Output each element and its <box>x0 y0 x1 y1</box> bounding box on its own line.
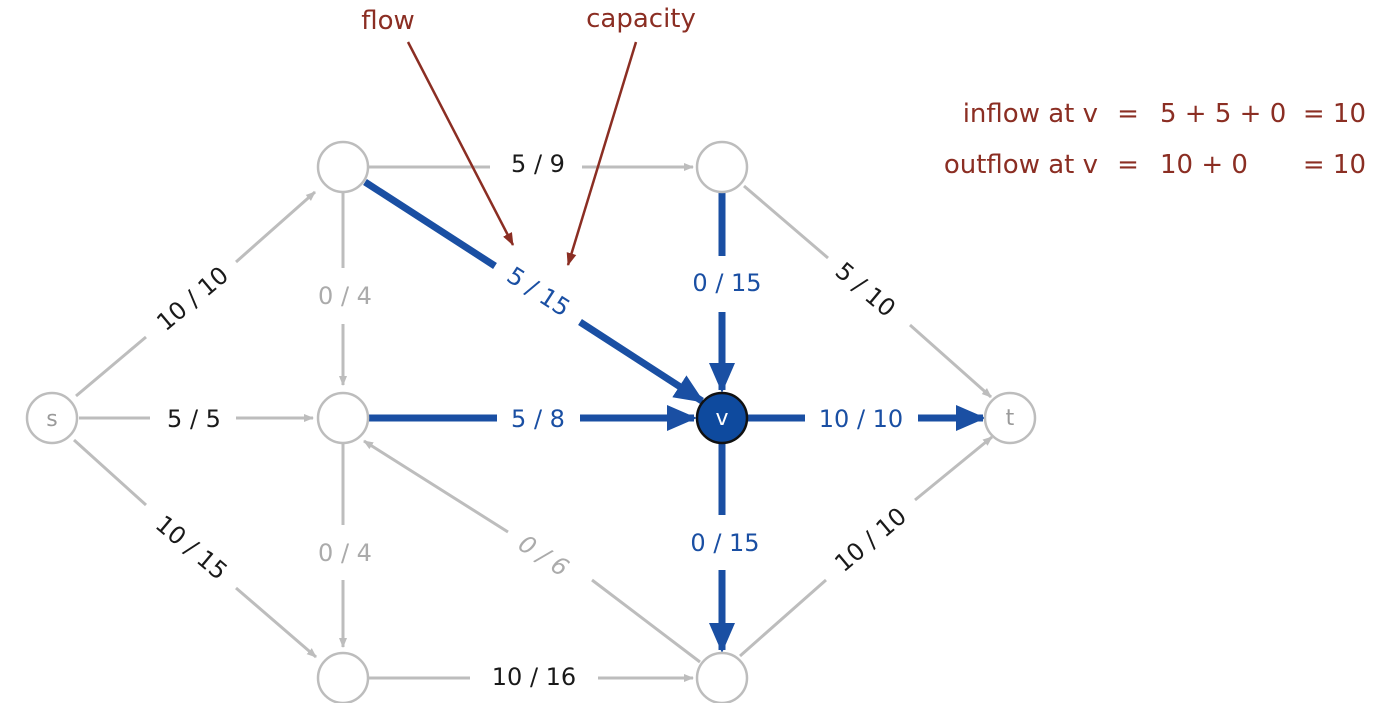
edge-d-t-head <box>909 323 992 399</box>
edge-label-v-t: 10 / 10 <box>819 405 903 433</box>
outflow-expr: 10 + 0 <box>1160 150 1248 180</box>
outflow-eq: = <box>1117 150 1139 180</box>
node-t-label: t <box>1006 406 1015 431</box>
edge-label-a-v: 5 / 15 <box>502 261 575 322</box>
edge-d-t <box>743 184 829 260</box>
edge-label-a-d: 5 / 9 <box>511 150 565 178</box>
inflow-lhs: inflow at v <box>963 99 1098 129</box>
node-v <box>695 391 749 445</box>
node-b <box>316 391 370 445</box>
node-a <box>316 140 370 194</box>
edge-label-c-e: 10 / 16 <box>492 663 576 691</box>
outflow-result: = 10 <box>1303 150 1366 180</box>
edge-s-a-head <box>235 190 316 264</box>
edge-s-a <box>75 335 147 398</box>
edge-label-s-c: 10 / 15 <box>150 510 233 586</box>
edge-e-t-head <box>914 435 993 502</box>
edge-label-e-b: 0 / 6 <box>513 529 573 582</box>
edge-label-v-e: 0 / 15 <box>690 529 759 557</box>
edge-e-b-head <box>363 439 509 534</box>
edge-label-d-t: 5 / 10 <box>830 257 901 323</box>
node-e <box>695 651 749 703</box>
edge-e-b <box>591 578 701 664</box>
edge-label-e-t: 10 / 10 <box>829 502 912 578</box>
edge-s-c <box>72 438 148 507</box>
edge-a-v <box>363 179 497 269</box>
edge-label-s-a: 10 / 10 <box>151 261 234 337</box>
edge-a-v-head <box>578 319 705 404</box>
edge-s-c-head <box>235 586 317 659</box>
edge-label-b-v: 5 / 8 <box>511 405 565 433</box>
edge-label-s-b: 5 / 5 <box>167 405 221 433</box>
edge-label-d-v: 0 / 15 <box>692 269 761 297</box>
edge-e-t <box>739 578 827 658</box>
node-d <box>695 140 749 194</box>
node-c <box>316 651 370 703</box>
edge-label-b-c: 0 / 4 <box>318 539 372 567</box>
outflow-lhs: outflow at v <box>944 150 1098 180</box>
flow-label: flow <box>361 6 415 36</box>
inflow-result: = 10 <box>1303 99 1366 129</box>
flow-pointer-arrow <box>406 41 515 246</box>
capacity-pointer-arrow <box>566 41 638 266</box>
node-s <box>25 391 79 445</box>
inflow-expr: 5 + 5 + 0 <box>1160 99 1286 129</box>
inflow-eq: = <box>1117 99 1139 129</box>
node-t <box>983 391 1037 445</box>
node-s-label: s <box>46 407 57 432</box>
capacity-label: capacity <box>586 4 696 34</box>
edge-label-a-b: 0 / 4 <box>318 282 372 310</box>
node-v-label: v <box>715 406 728 431</box>
